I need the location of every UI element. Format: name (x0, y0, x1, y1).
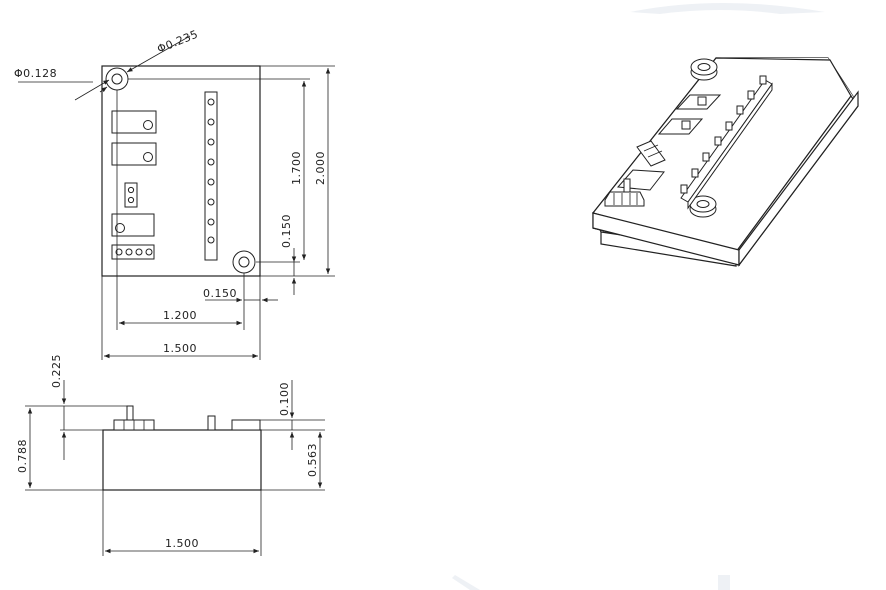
dim-hole-spacing: 1.200 (119, 309, 242, 326)
dim-offset-horizontal: 0.150 (203, 287, 278, 303)
dim-body-height: 0.563 (306, 432, 323, 488)
dim-offset-vertical-text: 0.150 (280, 214, 293, 248)
dim-connector-height-text: 0.100 (278, 382, 291, 416)
dim-offset-vertical: 0.150 (280, 214, 297, 295)
iso-pad-1 (675, 94, 722, 110)
side-view-block (231, 419, 261, 431)
dim-body-height-text: 0.563 (306, 443, 319, 477)
dim-hole-small-text: Φ0.128 (14, 67, 57, 80)
iso-header-strip (680, 75, 773, 210)
dim-hole-small: Φ0.128 (14, 67, 110, 101)
dim-inner-height: 1.700 (290, 81, 307, 260)
side-view-body (102, 429, 262, 491)
mounting-hole-bottom-right (232, 250, 256, 274)
iso-jumper (636, 140, 666, 167)
dim-overall-width-top: 1.500 (104, 342, 258, 359)
iso-pad-2 (657, 118, 704, 135)
component-pad-3 (111, 213, 155, 237)
dim-total-height: 0.788 (16, 408, 33, 488)
dim-overall-width-side-text: 1.500 (165, 537, 199, 550)
connector-4pin (111, 244, 155, 260)
watermark (452, 3, 825, 590)
isometric-view (592, 57, 859, 267)
jumper-block (124, 182, 138, 208)
dim-offset-horizontal-text: 0.150 (203, 287, 237, 300)
dim-overall-height-text: 2.000 (314, 151, 327, 185)
top-view-outline (101, 65, 261, 277)
component-pad-1 (111, 110, 157, 134)
component-pad-2 (111, 142, 157, 166)
iso-connector (604, 178, 645, 207)
pin-header-strip (204, 91, 218, 261)
dim-overall-width-side: 1.500 (105, 537, 259, 554)
iso-boss-bottom (689, 195, 717, 218)
dim-total-height-text: 0.788 (16, 439, 29, 473)
dim-hole-spacing-text: 1.200 (163, 309, 197, 322)
dim-pin-height-text: 0.225 (50, 354, 63, 388)
dim-connector-height: 0.100 (278, 380, 295, 450)
iso-boss-top (690, 58, 718, 81)
side-view: 0.225 0.788 0.100 0.563 1.500 (16, 354, 325, 556)
side-view-connector-4pin (113, 405, 155, 431)
dim-overall-height: 2.000 (314, 68, 331, 274)
dim-pin-height: 0.225 (50, 354, 67, 460)
dim-hole-large-text: Φ0.235 (155, 28, 200, 56)
top-view: Φ0.128 Φ0.235 1.700 2.000 0.150 (14, 28, 335, 360)
side-view-post (207, 415, 216, 431)
dim-overall-width-top-text: 1.500 (163, 342, 197, 355)
dim-inner-height-text: 1.700 (290, 151, 303, 185)
mounting-hole-top-left (105, 67, 129, 91)
